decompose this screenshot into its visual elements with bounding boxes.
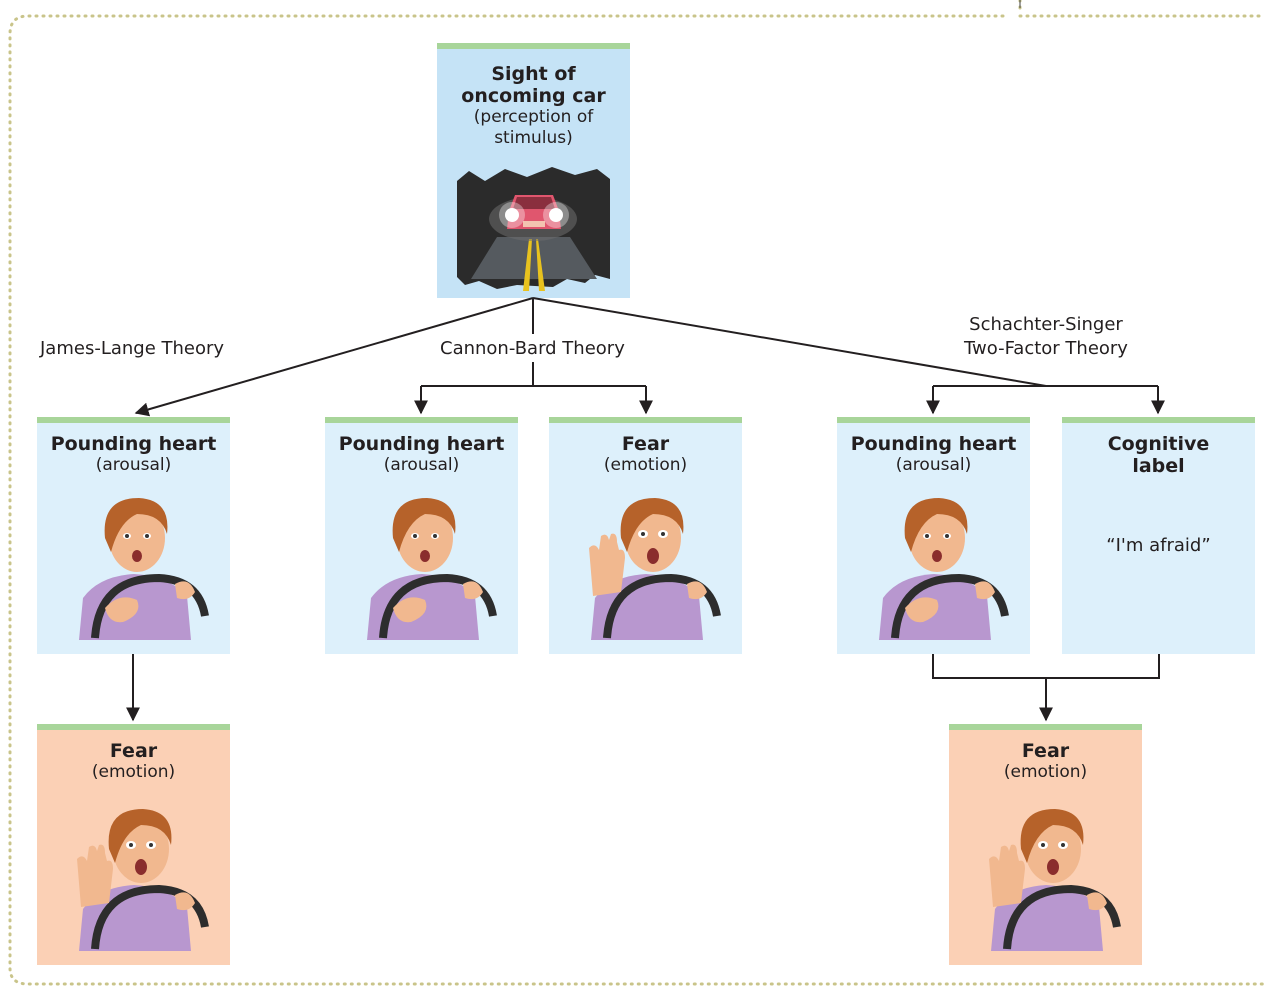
stimulus-title: Sight of oncoming car [461,63,606,107]
ss-cognitive-label-quote: “I'm afraid” [1106,535,1211,556]
ss-arousal-subtitle: (arousal) [895,455,972,475]
jl-arousal-subtitle: (arousal) [95,455,172,475]
line-ss-join [932,654,1160,679]
ss-arousal-box: Pounding heart (arousal) [837,417,1030,654]
driver-hand-on-chest-illustration [837,488,1030,640]
theory-label-james-lange: James-Lange Theory [40,338,225,359]
driver-hand-raised-illustration [549,488,742,640]
theory-label-cannon-bard: Cannon-Bard Theory [440,338,625,359]
ss-fear-box: Fear (emotion) [949,724,1142,965]
driver-hand-on-chest-illustration [37,488,230,640]
jl-arousal-box: Pounding heart (arousal) [37,417,230,654]
line-stimulus-to-schachter-singer [532,297,1047,387]
ss-cognitive-label-title: Cognitive label [1107,433,1210,477]
ss-cognitive-label-box: Cognitive label “I'm afraid” [1062,417,1255,654]
cb-fear-subtitle: (emotion) [603,455,688,475]
cb-arousal-title: Pounding heart [338,433,505,455]
cb-arousal-box: Pounding heart (arousal) [325,417,518,654]
cb-fear-title: Fear [621,433,670,455]
line-cannon-bard-split [421,362,646,387]
ss-fear-title: Fear [1021,740,1070,762]
oncoming-car-illustration [457,167,610,291]
theory-label-schachter-singer-line1: Schachter-Singer [969,314,1123,335]
jl-fear-subtitle: (emotion) [91,762,176,782]
driver-hand-raised-illustration [949,799,1142,951]
theory-label-schachter-singer: Schachter-Singer Two-Factor Theory [946,313,1146,361]
jl-arousal-title: Pounding heart [50,433,217,455]
jl-fear-box: Fear (emotion) [37,724,230,965]
stimulus-subtitle: (perception of stimulus) [473,107,594,148]
ss-arousal-title: Pounding heart [850,433,1017,455]
driver-hand-on-chest-illustration [325,488,518,640]
cb-fear-box: Fear (emotion) [549,417,742,654]
ss-fear-subtitle: (emotion) [1003,762,1088,782]
theory-label-schachter-singer-line2: Two-Factor Theory [964,338,1128,359]
driver-hand-raised-illustration [37,799,230,951]
arrow-stimulus-to-jl-arousal [134,297,534,417]
jl-fear-title: Fear [109,740,158,762]
stimulus-box: Sight of oncoming car (perception of sti… [437,43,630,298]
cb-arousal-subtitle: (arousal) [383,455,460,475]
